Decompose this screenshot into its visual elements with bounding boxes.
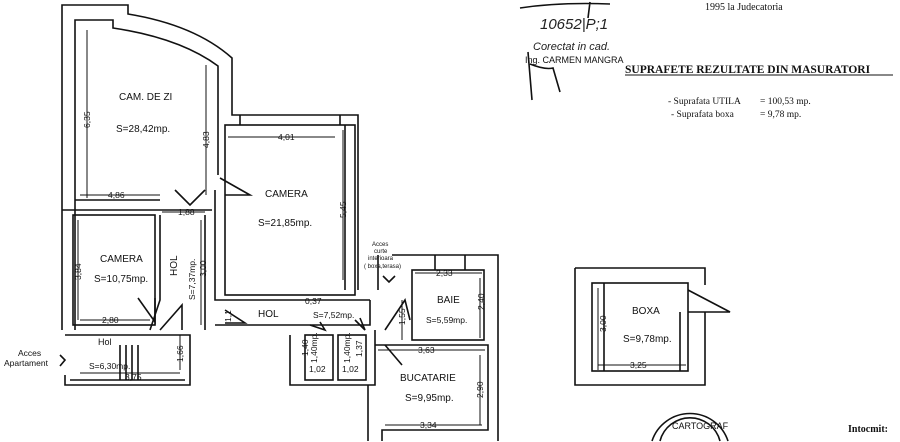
kitchen-name: BUCATARIE: [400, 373, 456, 384]
hall-vertical-name: HOL: [169, 255, 180, 276]
entry-area: S=6,30mp.: [89, 361, 130, 371]
courtyard-access-line1: Acces: [372, 242, 388, 248]
engineer-name: Ing. CARMEN MANGRA: [525, 55, 624, 65]
storage-name: BOXA: [632, 306, 660, 317]
signature-scribble: [519, 1, 611, 19]
summary-title: SUPRAFETE REZULTATE DIN MASURATORI: [625, 64, 871, 76]
bedroom1-name: CAMERA: [265, 189, 308, 200]
living-room-area: S=28,42mp.: [116, 124, 170, 135]
bedroom2-area: S=10,75mp.: [94, 274, 148, 285]
hall-vertical-dim-height: 3,00: [198, 260, 208, 277]
apartment-access-arrow-icon: [59, 354, 67, 367]
living-room-name: CAM. DE ZI: [119, 92, 172, 103]
wc2-area: 1,40mp.: [342, 332, 352, 363]
hall-horizontal-name: HOL: [258, 309, 279, 320]
kitchen-area: S=9,95mp.: [405, 393, 454, 404]
courtyard-access: Acces curte interioara ( boxa,terasa): [364, 242, 401, 270]
living-dim-right: 4,83: [201, 131, 211, 148]
hall-horizontal-area: S=7,52mp.: [313, 310, 354, 320]
walls: [61, 4, 731, 441]
prepared-by-label: Intocmit:: [848, 424, 888, 435]
stamp-text: CARTOGRAF: [672, 421, 729, 431]
hall-vertical-area: S=7,37mp.: [187, 259, 197, 300]
summary-usable-label: - Suprafata UTILA: [668, 96, 741, 107]
wc1-dim-width: 1,02: [309, 364, 326, 374]
wc2-dim-width: 1,02: [342, 364, 359, 374]
wc2-dim-height: 1,37: [354, 340, 364, 357]
engineer-signature: [527, 51, 561, 101]
living-dim-width: 4,86: [108, 190, 125, 200]
bath-area: S=5,59mp.: [426, 315, 467, 325]
summary-storage-value: = 9,78 mp.: [760, 110, 801, 120]
courtyard-access-line4: ( boxa,terasa): [364, 264, 401, 270]
storage-area: S=9,78mp.: [623, 334, 672, 345]
bedroom1-dim-height: 5,45: [338, 201, 348, 218]
bath-dim-height: 2,40: [476, 293, 486, 310]
living-dim-height: 6,35: [82, 111, 92, 128]
hall-horizontal-dim-door: 1,1: [223, 310, 233, 322]
bedroom2-dim-width: 2,80: [102, 315, 119, 325]
courtyard-access-line2: curte: [374, 249, 388, 255]
wc1-area: 1,40mp.: [309, 332, 319, 363]
official-stamp: CARTOGRAF: [651, 412, 729, 442]
storage-dim-width: 3,25: [630, 360, 647, 370]
storage-dim-height: 3,00: [598, 315, 608, 332]
bath-name: BAIE: [437, 295, 460, 306]
top-note: 1995 la Judecatoria: [705, 2, 783, 13]
courtyard-access-arrow-icon: [382, 275, 396, 284]
hall-horizontal-dim-width: 0,37: [305, 296, 322, 306]
bedroom1-dim-width: 4,01: [278, 132, 295, 142]
door-swings: [137, 177, 411, 366]
wc1-dim-height: 1,40: [300, 339, 310, 356]
entry-dim-height: 1,66: [175, 345, 185, 362]
hall-vertical-dim-width: 1,88: [178, 207, 195, 217]
apartment-access-line2: Apartament: [4, 358, 49, 368]
bedroom2-dim-height: 3,84: [73, 263, 83, 280]
entry-name: Hol: [98, 337, 112, 347]
apartment-access-line1: Acces: [18, 348, 41, 358]
kitchen-dim-bottom: 3,34: [420, 420, 437, 430]
kitchen-dim-height: 2,90: [475, 381, 485, 398]
bath-dim-door: 1,55: [397, 308, 407, 325]
summary-storage-label: - Suprafata boxa: [671, 109, 735, 120]
dimension-lines: [77, 30, 686, 426]
kitchen-dim-top: 3,63: [418, 345, 435, 355]
summary-usable-value: = 100,53 mp.: [760, 97, 811, 107]
courtyard-access-line3: interioara: [368, 256, 394, 262]
entry-dim-width: 3,75: [125, 372, 142, 382]
handwritten-correction: Corectat in cad.: [533, 41, 610, 53]
bath-dim-width: 2,33: [436, 268, 453, 278]
handwritten-number: 10652|P;1: [540, 16, 608, 33]
bedroom1-area: S=21,85mp.: [258, 218, 312, 229]
bedroom2-name: CAMERA: [100, 254, 143, 265]
